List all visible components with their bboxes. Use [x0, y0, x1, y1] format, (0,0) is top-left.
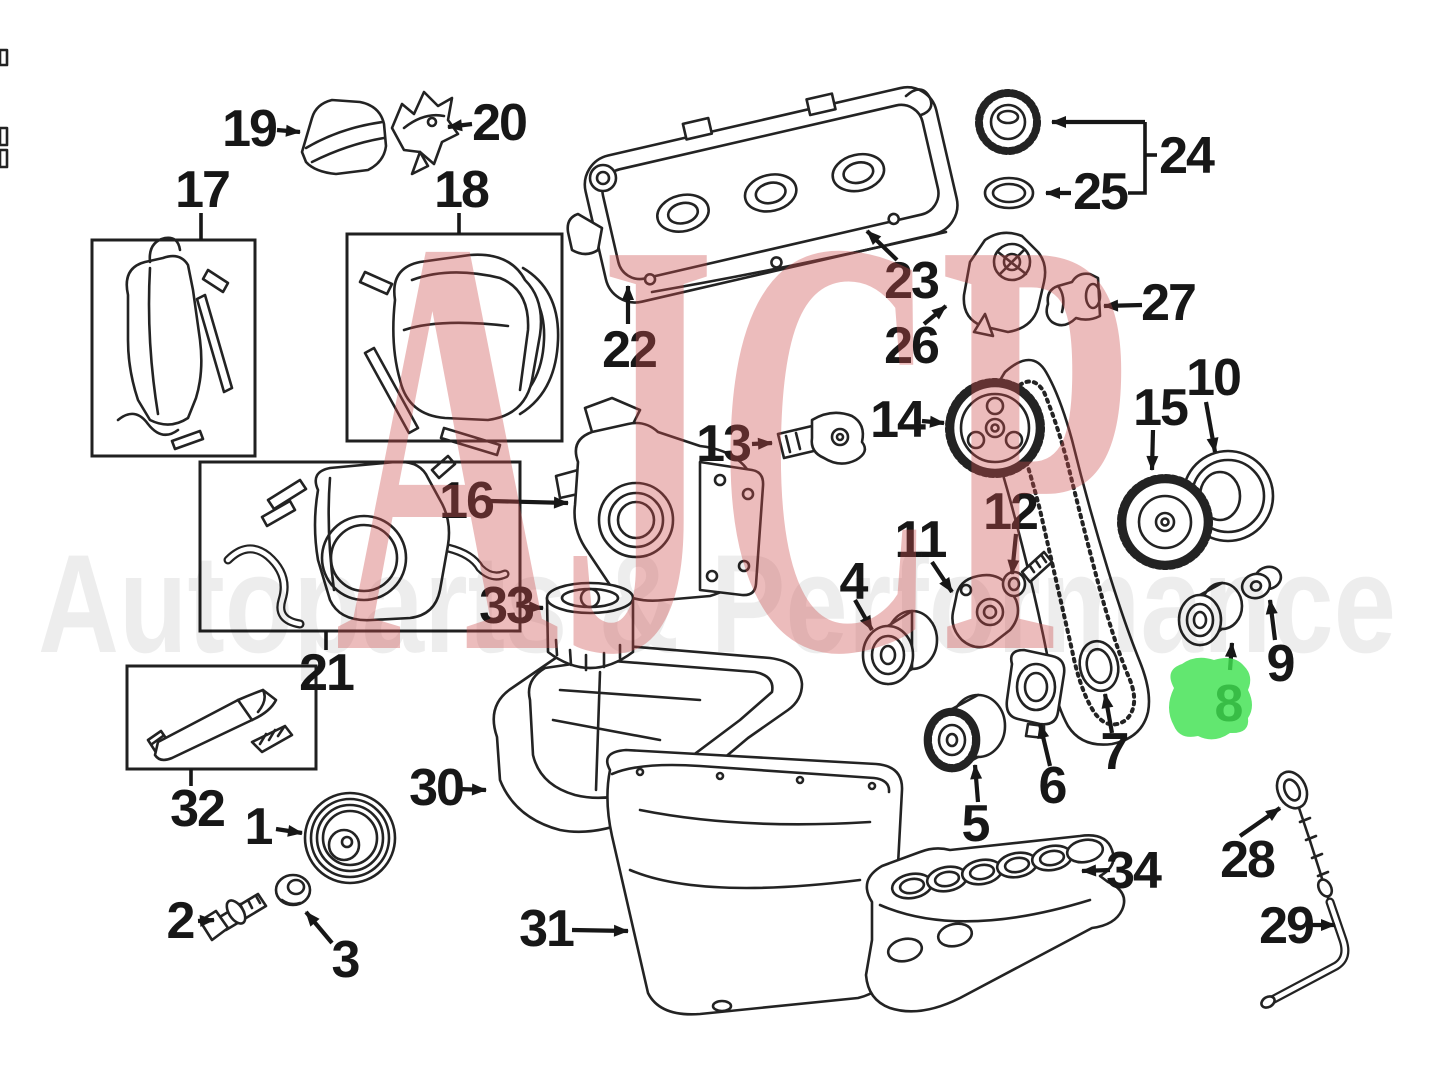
callout-25: 25 [1073, 163, 1128, 221]
part-13-sensor [776, 411, 867, 465]
callout-31: 31 [519, 900, 574, 958]
arrow-30 [457, 783, 487, 796]
callout-annotations-layer: 1234567891011121314151617181920212223242… [167, 94, 1336, 989]
part-28-dipstick [1275, 770, 1334, 900]
part-24-oil-cap [975, 89, 1041, 155]
callout-9: 9 [1267, 635, 1294, 693]
arrow-31 [571, 924, 629, 937]
group-box-18 [345, 232, 564, 443]
group-box-21 [198, 460, 522, 633]
callout-19: 19 [222, 100, 276, 158]
part-12-bolt [1001, 550, 1054, 598]
part-17-cover-set [116, 236, 234, 451]
arrow-3 [304, 910, 334, 945]
arrow-15 [1146, 429, 1159, 471]
arrow-28 [1238, 806, 1282, 838]
arrow-9 [1265, 599, 1278, 641]
arrow-26 [922, 304, 948, 326]
part-34-intake-manifold [864, 834, 1126, 1013]
part-14-cam-sprocket [945, 378, 1045, 478]
arrow-23 [865, 229, 899, 262]
part-3-washer [274, 873, 312, 907]
callout-1: 1 [245, 798, 273, 856]
scan-border [0, 48, 9, 169]
part-29-dipstick-tube [1260, 897, 1350, 1009]
arrow-7 [1101, 693, 1115, 734]
arrow-11 [930, 560, 954, 594]
arrow-34 [1081, 864, 1111, 877]
part-7-o-ring [1078, 639, 1120, 693]
callout-13: 13 [696, 415, 751, 473]
group-box-17 [90, 238, 257, 458]
part-22-valve-cover [566, 85, 959, 304]
bracket-24-25 [1128, 122, 1147, 195]
arrow-5 [970, 764, 983, 803]
callout-18: 18 [434, 161, 489, 219]
callout-17: 17 [175, 161, 229, 219]
arrow-27 [1103, 299, 1143, 312]
part-33-oil-filter [545, 581, 635, 672]
watermark-brand: AJCP [335, 113, 1130, 778]
part-15-tensioner-pulley [1117, 474, 1213, 570]
callout-16: 16 [439, 472, 494, 530]
callout-30: 30 [409, 759, 463, 817]
part-31-oil-pan [605, 748, 904, 1016]
part-26-bracket [962, 231, 1047, 338]
part-4-idler [861, 609, 939, 686]
callout-26: 26 [884, 317, 939, 375]
part-16-oil-pump [554, 396, 765, 602]
arrow-6 [1037, 723, 1053, 767]
highlight-blob-part-8 [1169, 657, 1252, 740]
callout-2: 2 [167, 892, 194, 950]
callout-24: 24 [1159, 127, 1215, 185]
watermark-tagline: Autoparts & Performance [38, 525, 1396, 682]
arrow-4 [853, 598, 874, 632]
callout-29: 29 [1259, 897, 1313, 955]
callout-5: 5 [962, 795, 990, 853]
callout-27: 27 [1141, 274, 1195, 332]
part-9-spacer [1240, 565, 1283, 600]
callout-28: 28 [1220, 831, 1275, 889]
part-2-bolt [198, 892, 268, 942]
part-19-cover [300, 98, 388, 176]
arrow-1 [275, 824, 303, 837]
arrow-19 [276, 124, 301, 137]
group-box-32 [125, 664, 318, 771]
part-32-sealant-kit [146, 688, 294, 762]
callout-3: 3 [332, 931, 360, 989]
callout-33: 33 [479, 577, 534, 635]
arrow-16 [489, 496, 569, 509]
part-21-gasket-set [223, 454, 510, 629]
part-27-elbow-hose [1045, 272, 1102, 327]
callout-22: 22 [602, 321, 656, 379]
callout-20: 20 [472, 94, 526, 152]
arrow-2 [197, 914, 215, 927]
callout-14: 14 [870, 391, 926, 449]
callout-23: 23 [884, 252, 939, 310]
arrow-10 [1203, 401, 1219, 453]
part-8-pulley [1177, 581, 1244, 647]
callout-4: 4 [840, 553, 869, 611]
arrow-12 [1007, 533, 1020, 575]
callout-32: 32 [170, 780, 224, 838]
part-1-crank-pulley [303, 791, 397, 885]
arrow-13 [751, 437, 773, 450]
callout-10: 10 [1186, 349, 1240, 407]
arrow-14 [921, 415, 945, 428]
callout-7: 7 [1101, 723, 1128, 781]
part-25-cap-seal [983, 176, 1035, 210]
callout-11: 11 [895, 511, 947, 569]
callout-15: 15 [1133, 379, 1188, 437]
callout-34: 34 [1106, 842, 1162, 900]
arrow-33 [525, 601, 544, 614]
callout-6: 6 [1039, 757, 1067, 815]
callout-12: 12 [983, 483, 1037, 541]
part-5-crank-sprocket [923, 693, 1007, 773]
part-11-bracket [951, 573, 1020, 649]
group-boxes-layer [90, 232, 564, 771]
callout-21: 21 [299, 644, 354, 702]
arrow-20 [447, 119, 473, 132]
